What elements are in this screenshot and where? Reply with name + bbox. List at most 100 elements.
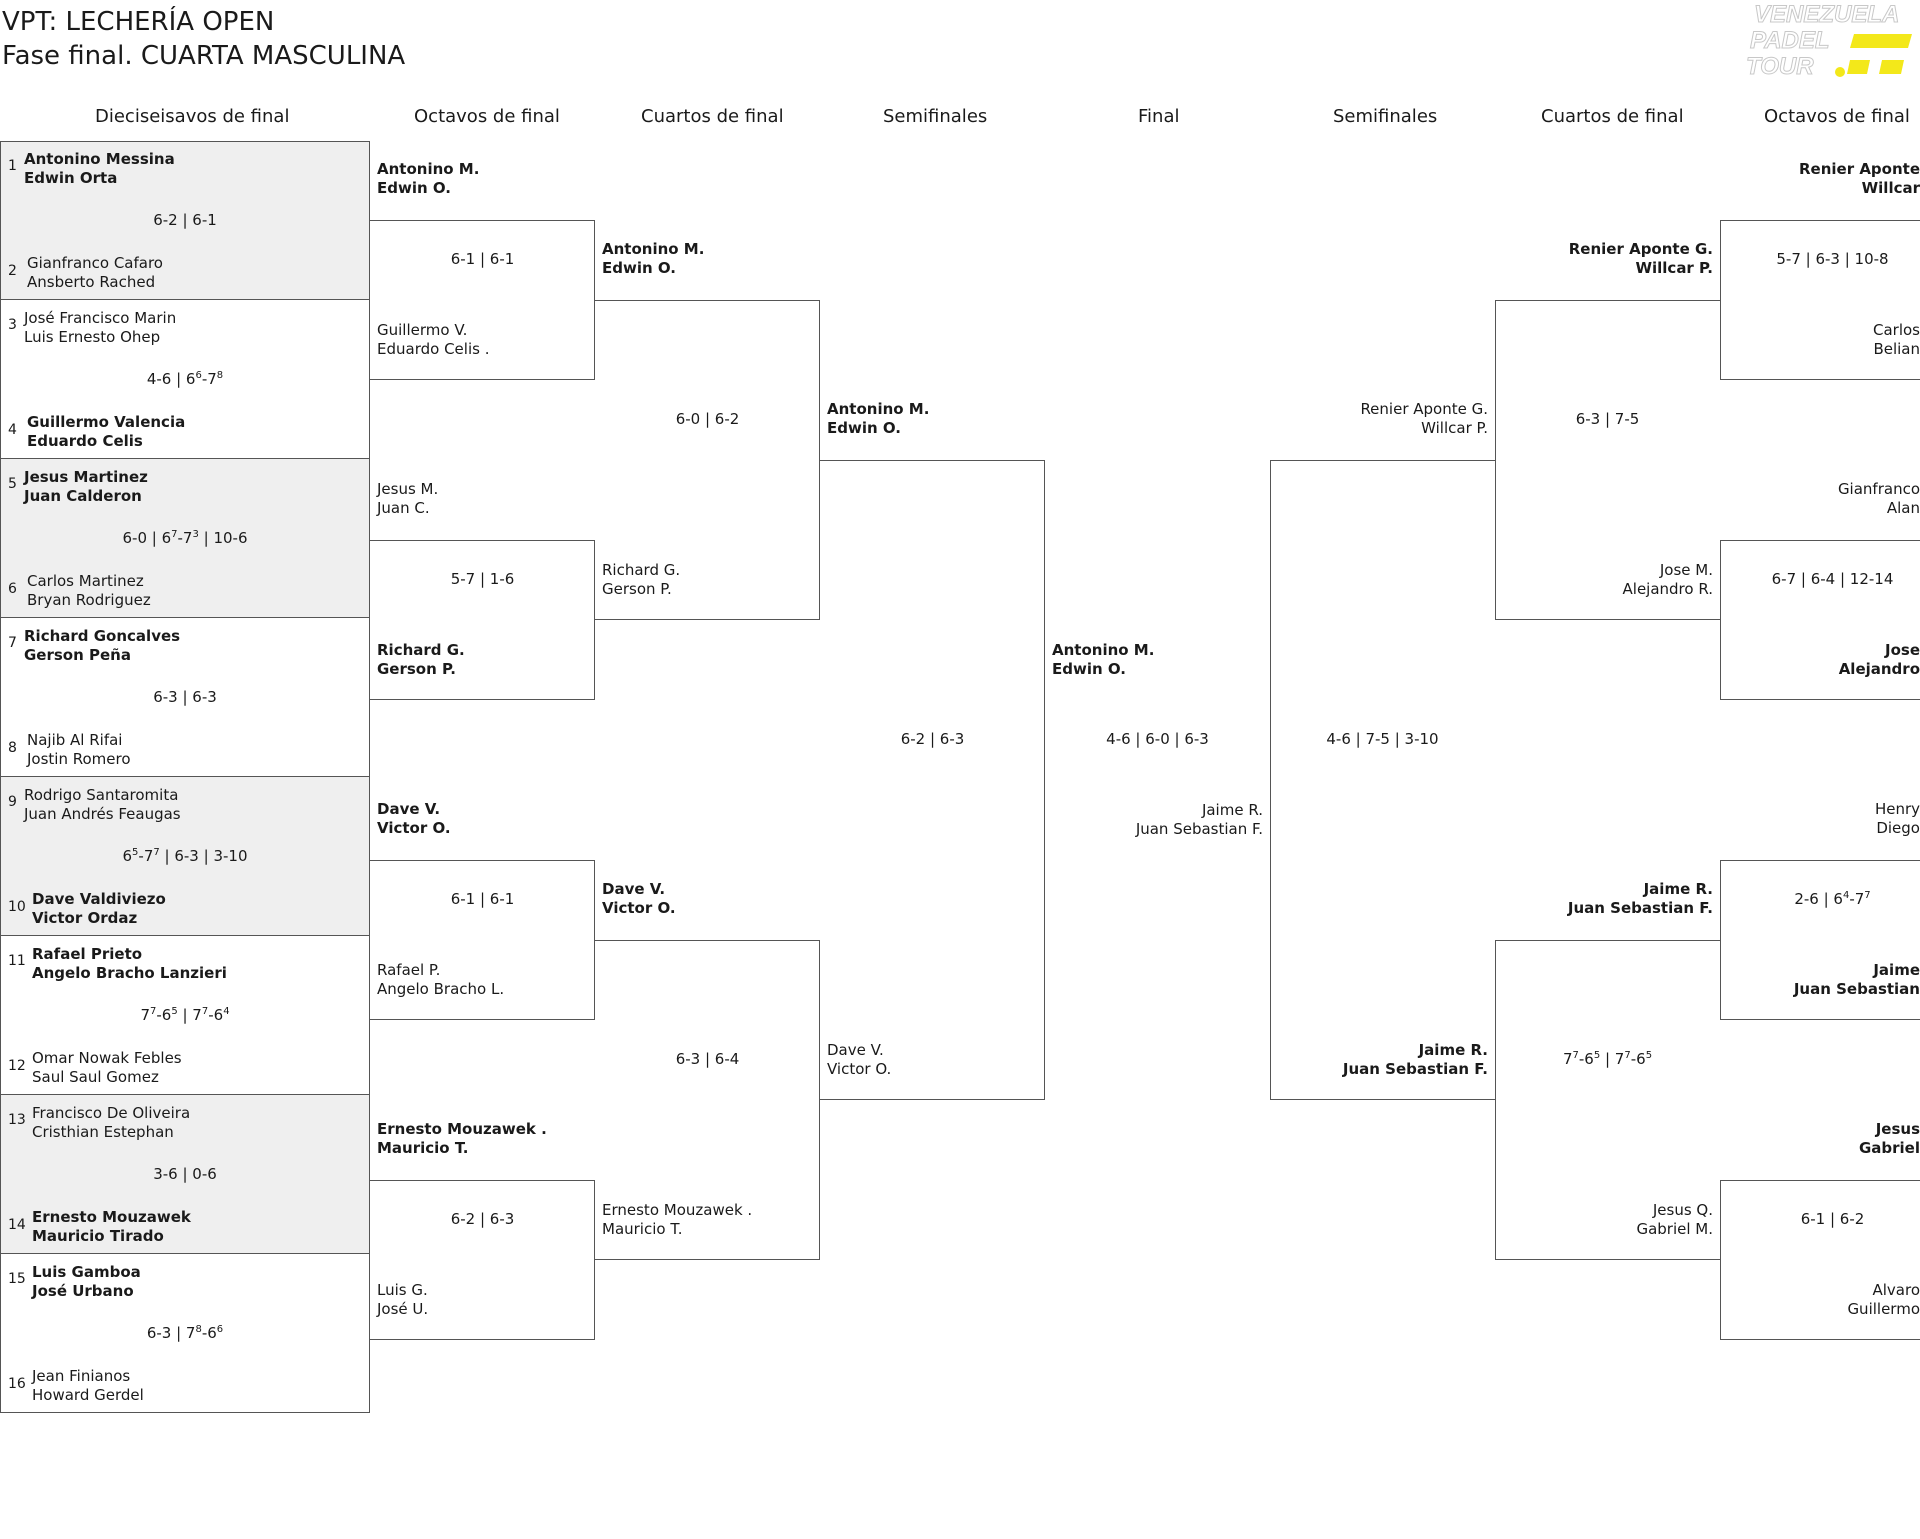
header-cuartos-right: Cuartos de final: [1541, 106, 1684, 127]
seed-number: 5: [8, 476, 17, 492]
match-score: 77-65 | 77-64: [140, 1006, 230, 1024]
match-score: 65-77 | 6-3 | 3-10: [122, 847, 248, 865]
team-name: Dave V.Victor O.: [827, 1041, 892, 1078]
team-name: Antonino M.Edwin O.: [602, 240, 705, 277]
seed-number: 4: [8, 422, 17, 438]
seed-number: 2: [8, 263, 17, 279]
semis-bracket-line: [820, 460, 1045, 1100]
phase-title: Fase final. CUARTA MASCULINA: [2, 41, 406, 71]
match-score: 6-3 | 7-5: [1575, 410, 1640, 428]
match-score: 6-3 | 78-66: [146, 1324, 224, 1342]
team-name: Luis G.José U.: [377, 1281, 429, 1318]
octavos-bracket-line: [370, 220, 595, 380]
seed-number: 1: [8, 158, 17, 174]
octavos-bracket-line: [1720, 1180, 1920, 1340]
match-score: 6-3 | 6-4: [675, 1050, 740, 1068]
team-name: Ernesto Mouzawek .Mauricio T.: [377, 1120, 547, 1157]
octavos-bracket-line: [1720, 540, 1920, 700]
header-semis-right: Semifinales: [1333, 106, 1438, 127]
header-round32: Dieciseisavos de final: [95, 106, 290, 127]
team-name: Jesus Q.Gabriel M.: [1636, 1201, 1713, 1238]
tournament-title: VPT: LECHERÍA OPEN: [2, 7, 275, 37]
match-score: 4-6 | 66-78: [146, 370, 224, 388]
round32-match: [0, 1095, 370, 1254]
seed-number: 7: [8, 635, 17, 651]
round32-match: [0, 1254, 370, 1413]
octavos-bracket-line: [1720, 220, 1920, 380]
team-name: Jaime R.Juan Sebastian F.: [1342, 1041, 1488, 1078]
match-score: 6-1 | 6-1: [450, 250, 515, 268]
match-score: 4-6 | 7-5 | 3-10: [1326, 730, 1439, 748]
cuartos-bracket-line: [1495, 300, 1720, 620]
round32-match: [0, 936, 370, 1095]
round32-match: [0, 459, 370, 618]
round32-match: [0, 777, 370, 936]
logo-word-3: TOUR: [1746, 53, 1814, 80]
seed-number: 6: [8, 581, 17, 597]
logo-yellow-bars: [1835, 34, 1912, 77]
seed-number: 9: [8, 794, 17, 810]
match-score: 6-1 | 6-1: [450, 890, 515, 908]
team-name: Renier Aponte G.Willcar P.: [1360, 400, 1488, 437]
team-name: Jose M.Alejandro R.: [1622, 561, 1713, 598]
octavos-bracket-line: [370, 860, 595, 1020]
team-name: Renier Aponte G.Willcar P.: [1568, 240, 1713, 277]
match-score: 6-0 | 67-73 | 10-6: [122, 529, 248, 547]
team-name: Antonino M.Edwin O.: [377, 160, 480, 197]
match-score: 4-6 | 6-0 | 6-3: [1106, 730, 1209, 748]
semis-bracket-line: [1270, 460, 1495, 1100]
cuartos-bracket-line: [595, 940, 820, 1260]
seed-number: 8: [8, 740, 17, 756]
match-score: 3-6 | 0-6: [153, 1165, 217, 1183]
page-header: VPT: LECHERÍA OPEN Fase final. CUARTA MA…: [0, 0, 1920, 110]
match-score: 2-6 | 64-77: [1794, 890, 1871, 908]
venezuela-padel-tour-logo: VENEZUELA PADEL TOUR: [1746, 1, 1912, 81]
match-score: 5-7 | 6-3 | 10-8: [1776, 250, 1889, 268]
logo-word-1: VENEZUELA: [1754, 1, 1899, 28]
octavos-bracket-line: [1720, 860, 1920, 1020]
seed-number: 13: [8, 1112, 26, 1128]
team-name: Jaime R.Juan Sebastian F.: [1135, 801, 1263, 838]
cuartos-bracket-line: [595, 300, 820, 620]
match-score: 6-2 | 6-1: [153, 211, 217, 229]
match-score: 6-7 | 6-4 | 12-14: [1771, 570, 1894, 588]
round-headers: Dieciseisavos de final Octavos de final …: [0, 100, 1920, 140]
match-score: 77-65 | 77-65: [1562, 1050, 1653, 1068]
seed-number: 12: [8, 1058, 26, 1074]
team-name: Antonino M.Edwin O.: [827, 400, 930, 437]
match-score: 6-1 | 6-2: [1800, 1210, 1865, 1228]
match-score: 6-3 | 6-3: [153, 688, 217, 706]
octavos-bracket-line: [370, 1180, 595, 1340]
round32-match: [0, 141, 370, 300]
header-semis-left: Semifinales: [883, 106, 988, 127]
team-name: Jesus M.Juan C.: [377, 480, 439, 517]
team-name: Dave V.Victor O.: [377, 800, 451, 837]
seed-number: 16: [8, 1376, 26, 1392]
header-final: Final: [1138, 106, 1180, 127]
team-name: Ernesto Mouzawek .Mauricio T.: [602, 1201, 753, 1238]
team-name: Richard G.Gerson P.: [377, 641, 465, 678]
